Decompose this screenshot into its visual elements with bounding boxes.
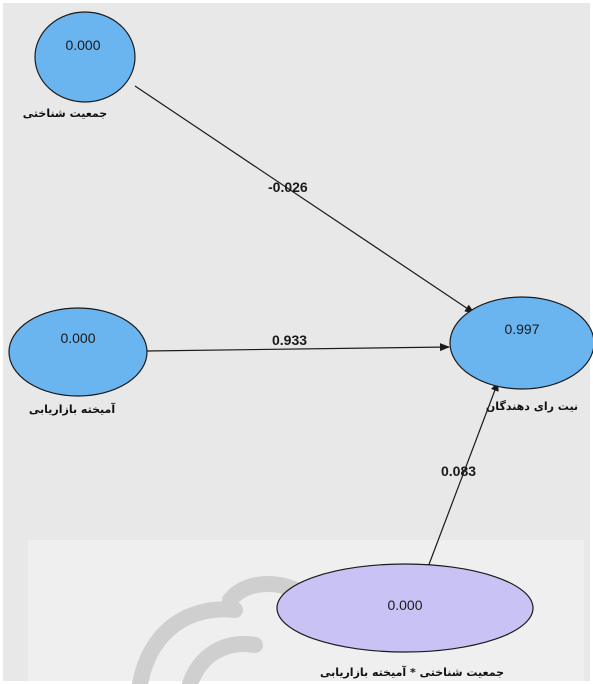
- node-purchase-intent[interactable]: 0.997 نیت رای دهندگان: [449, 296, 593, 413]
- node-purchase-intent-label: نیت رای دهندگان: [486, 400, 578, 413]
- edge-label-interaction: 0.083: [441, 463, 476, 479]
- node-interaction[interactable]: 0.000 جمعیت شناختی * آمیخته بازاریابی: [276, 563, 534, 679]
- edge-label-marketing: 0.933: [272, 332, 307, 348]
- node-cognitive-value: 0.000: [65, 37, 100, 53]
- node-cognitive-shape[interactable]: [34, 11, 136, 103]
- node-marketing-mix-label: آمیخته بازاریابی: [29, 402, 115, 416]
- node-cognitive[interactable]: 0.000 جمعیت شناختی: [23, 11, 136, 120]
- edge-label-cognitive: -0.026: [268, 179, 308, 195]
- edge-marketing-to-intent: [146, 343, 450, 352]
- edge-interaction-to-intent: [424, 381, 499, 576]
- node-purchase-intent-value: 0.997: [504, 321, 539, 337]
- node-interaction-value: 0.000: [387, 597, 422, 613]
- node-marketing-mix[interactable]: 0.000 آمیخته بازاریابی: [8, 307, 148, 416]
- node-marketing-mix-shape[interactable]: [8, 307, 148, 397]
- node-marketing-mix-value: 0.000: [60, 330, 95, 346]
- node-cognitive-label: جمعیت شناختی: [23, 107, 107, 120]
- node-purchase-intent-shape[interactable]: [449, 296, 593, 390]
- edge-cognitive-to-intent: [134, 85, 475, 314]
- node-interaction-shape[interactable]: [276, 563, 534, 653]
- node-interaction-label: جمعیت شناختی * آمیخته بازاریابی: [320, 665, 504, 679]
